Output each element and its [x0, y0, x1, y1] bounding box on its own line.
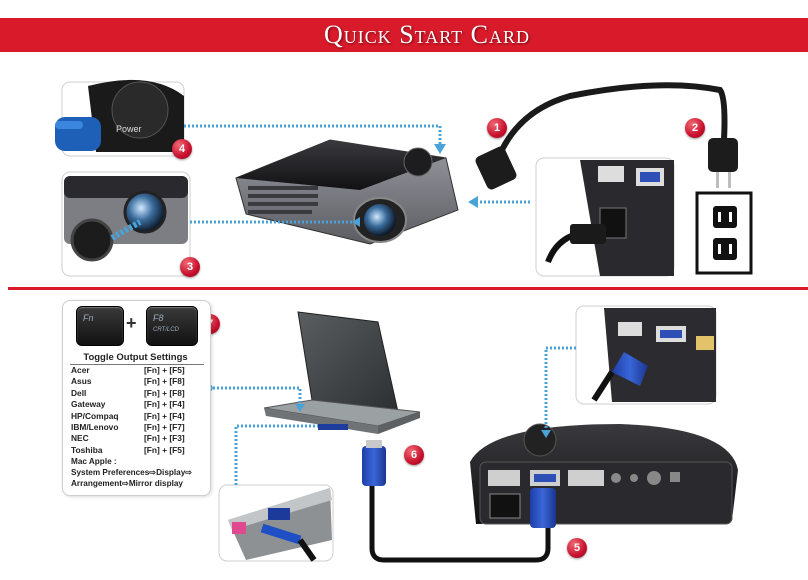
fn-key-icon: Fn — [76, 306, 124, 346]
flow-lines-bottom — [209, 346, 576, 485]
brand-cell: IBM/Lenovo — [71, 421, 119, 432]
table-row: Dell [Fn] + [F8] — [71, 388, 211, 399]
toggle-table: Acer [Fn] + [F5] Asus [Fn] + [F8] Dell [Fn]… — [71, 365, 211, 456]
toggle-table-rule — [70, 364, 204, 365]
flow-lines-top — [184, 124, 530, 224]
page-title: Quick Start Card — [323, 20, 530, 49]
projector-top — [235, 139, 459, 245]
step-badge-2: 2 — [685, 118, 705, 138]
keys-cell: [Fn] + [F5] — [144, 365, 185, 375]
keys-cell: [Fn] + [F7] — [144, 421, 185, 432]
fn-key-label: Fn — [83, 313, 94, 323]
table-row: Acer [Fn] + [F5] — [71, 365, 211, 376]
f8-key-icon: F8 CRT/LCD — [146, 306, 198, 346]
step-badge-1: 1 — [487, 118, 507, 138]
step-badge-6: 6 — [404, 445, 424, 465]
f8-key-sublabel: CRT/LCD — [153, 327, 179, 333]
mac-line-2: Arrangement⇨Mirror display — [71, 479, 183, 489]
brand-cell: Acer — [71, 365, 90, 375]
projector-rear-photo — [535, 157, 675, 277]
keys-cell: [Fn] + [F8] — [144, 376, 185, 387]
plus-sign: + — [126, 313, 137, 333]
mac-line-1: System Preferences⇨Display⇨ — [71, 468, 193, 478]
vga-cable — [362, 440, 556, 563]
table-row: Toshiba [Fn] + [F5] — [71, 445, 211, 456]
lens-cap-photo — [61, 171, 191, 277]
brand-cell: Toshiba — [71, 444, 103, 455]
keys-cell: [Fn] + [F8] — [144, 387, 185, 398]
keys-cell: [Fn] + [F4] — [144, 399, 185, 410]
laptop — [263, 311, 421, 434]
table-row: NEC [Fn] + [F3] — [71, 433, 211, 444]
laptop-port-photo — [218, 484, 334, 562]
f8-key-label: F8 — [153, 313, 164, 323]
ac-outlet — [695, 191, 753, 275]
table-row: IBM/Lenovo [Fn] + [F7] — [71, 422, 211, 433]
toggle-table-title: Toggle Output Settings — [83, 352, 188, 363]
table-row: Asus [Fn] + [F8] — [71, 376, 211, 387]
mac-label: Mac Apple : — [71, 457, 117, 466]
step-badge-5: 5 — [567, 538, 587, 558]
mac-instructions: Mac Apple : System Preferences⇨Display⇨ … — [71, 456, 211, 490]
brand-cell: NEC — [71, 433, 89, 444]
header-banner — [0, 18, 808, 52]
keys-cell: [Fn] + [F3] — [144, 433, 185, 444]
table-row: HP/Compaq [Fn] + [F4] — [71, 411, 211, 422]
brand-cell: Gateway — [71, 399, 106, 410]
brand-cell: Asus — [71, 376, 92, 387]
power-key-photo: Power — [55, 79, 185, 157]
power-key-label: Power — [116, 124, 142, 134]
step-badge-3: 3 — [180, 257, 200, 277]
keys-cell: [Fn] + [F5] — [144, 444, 185, 455]
section-divider — [8, 287, 808, 290]
table-row: Gateway [Fn] + [F4] — [71, 399, 211, 410]
brand-cell: Dell — [71, 387, 87, 398]
power-cord — [475, 82, 738, 190]
brand-cell: HP/Compaq — [71, 410, 119, 421]
projector-rear — [470, 423, 738, 525]
step-badge-4: 4 — [172, 139, 192, 159]
keys-cell: [Fn] + [F4] — [144, 410, 185, 421]
projector-port-photo — [575, 305, 717, 405]
